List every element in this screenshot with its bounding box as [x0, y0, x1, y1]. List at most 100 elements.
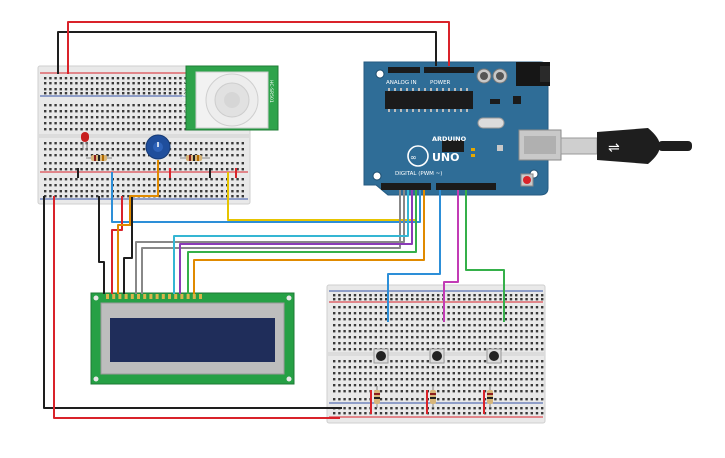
breadboard-hole: [343, 348, 346, 351]
breadboard-hole: [390, 372, 393, 375]
breadboard-hole: [478, 412, 481, 415]
breadboard-hole: [421, 342, 424, 345]
breadboard-hole: [364, 318, 367, 321]
breadboard-hole: [395, 312, 398, 315]
breadboard-hole: [390, 407, 393, 410]
breadboard-hole: [437, 407, 440, 410]
breadboard-hole: [132, 142, 135, 145]
breadboard-hole: [520, 398, 523, 401]
breadboard-hole: [127, 195, 130, 198]
breadboard-hole: [364, 312, 367, 315]
breadboard-hole: [174, 195, 177, 198]
breadboard-hole: [478, 336, 481, 339]
breadboard-hole: [70, 88, 73, 91]
breadboard-hole: [463, 372, 466, 375]
breadboard-hole: [509, 378, 513, 381]
breadboard-hole: [530, 294, 533, 297]
breadboard-hole: [520, 366, 523, 369]
breadboard-hole: [478, 342, 481, 345]
breadboard-hole: [541, 294, 544, 297]
breadboard-hole: [132, 122, 135, 125]
breadboard-hole: [64, 116, 68, 119]
breadboard-hole: [426, 384, 429, 387]
breadboard-hole: [353, 407, 357, 410]
breadboard-hole: [101, 168, 104, 171]
breadboard-hole: [200, 178, 203, 181]
breadboard-hole: [478, 318, 481, 321]
breadboard-hole: [442, 336, 445, 339]
breadboard-hole: [132, 88, 135, 91]
breadboard-hole: [85, 190, 88, 193]
breadboard-hole: [49, 77, 52, 80]
breadboard-hole: [106, 195, 109, 198]
breadboard-hole: [541, 330, 544, 333]
breadboard-hole: [142, 184, 146, 187]
breadboard-hole: [431, 318, 435, 321]
breadboard-hole: [70, 142, 73, 145]
breadboard-hole: [205, 178, 208, 181]
breadboard-hole: [174, 104, 177, 107]
breadboard-hole: [535, 384, 539, 387]
breadboard-hole: [509, 372, 513, 375]
breadboard-hole: [338, 384, 341, 387]
breadboard-hole: [44, 184, 47, 187]
breadboard-hole: [504, 384, 507, 387]
breadboard-hole: [54, 154, 57, 157]
breadboard-hole: [90, 168, 94, 171]
lcd-pin: [155, 294, 159, 299]
breadboard-hole: [359, 324, 362, 327]
breadboard-hole: [369, 306, 372, 309]
breadboard-hole: [163, 122, 166, 125]
breadboard-hole: [520, 330, 523, 333]
breadboard-hole: [179, 162, 182, 165]
chip-pin: [430, 88, 432, 91]
breadboard-hole: [75, 168, 78, 171]
usb-b-port-inner: [524, 136, 556, 154]
breadboard-hole: [59, 178, 62, 181]
breadboard-hole: [44, 168, 47, 171]
breadboard-hole: [106, 82, 109, 85]
breadboard-hole: [515, 336, 518, 339]
breadboard-hole: [359, 336, 362, 339]
breadboard-hole: [127, 104, 130, 107]
breadboard-hole: [457, 294, 461, 297]
breadboard-hole: [142, 92, 146, 95]
breadboard-hole: [478, 348, 481, 351]
breadboard-hole: [390, 384, 393, 387]
chip-pin: [448, 109, 450, 112]
breadboard-hole: [473, 407, 476, 410]
breadboard-hole: [168, 184, 172, 187]
breadboard-hole: [348, 330, 351, 333]
breadboard-hole: [220, 162, 224, 165]
breadboard-hole: [168, 162, 172, 165]
breadboard-hole: [447, 360, 450, 363]
breadboard-hole: [374, 312, 377, 315]
breadboard-hole: [473, 330, 476, 333]
breadboard-hole: [101, 162, 104, 165]
breadboard-hole: [525, 312, 528, 315]
breadboard-hole: [400, 372, 403, 375]
breadboard-hole: [106, 110, 109, 113]
chip-pin: [412, 109, 414, 112]
breadboard-hole: [44, 77, 47, 80]
breadboard-hole: [236, 148, 239, 151]
breadboard-hole: [379, 318, 383, 321]
breadboard-hole: [220, 154, 224, 157]
breadboard-hole: [416, 407, 419, 410]
breadboard-hole: [426, 294, 429, 297]
lcd-pin: [174, 294, 178, 299]
breadboard-hole: [374, 306, 377, 309]
breadboard-hole: [385, 298, 388, 301]
breadboard-hole: [101, 110, 104, 113]
breadboard-hole: [411, 384, 414, 387]
breadboard-hole: [359, 372, 362, 375]
pir-dome-center: [224, 92, 240, 108]
breadboard-hole: [64, 154, 68, 157]
breadboard-hole: [515, 390, 518, 393]
breadboard-hole: [468, 390, 471, 393]
breadboard-hole: [452, 407, 455, 410]
breadboard-hole: [137, 88, 140, 91]
breadboard-hole: [116, 184, 120, 187]
breadboard-hole: [364, 384, 367, 387]
breadboard-hole: [348, 318, 351, 321]
